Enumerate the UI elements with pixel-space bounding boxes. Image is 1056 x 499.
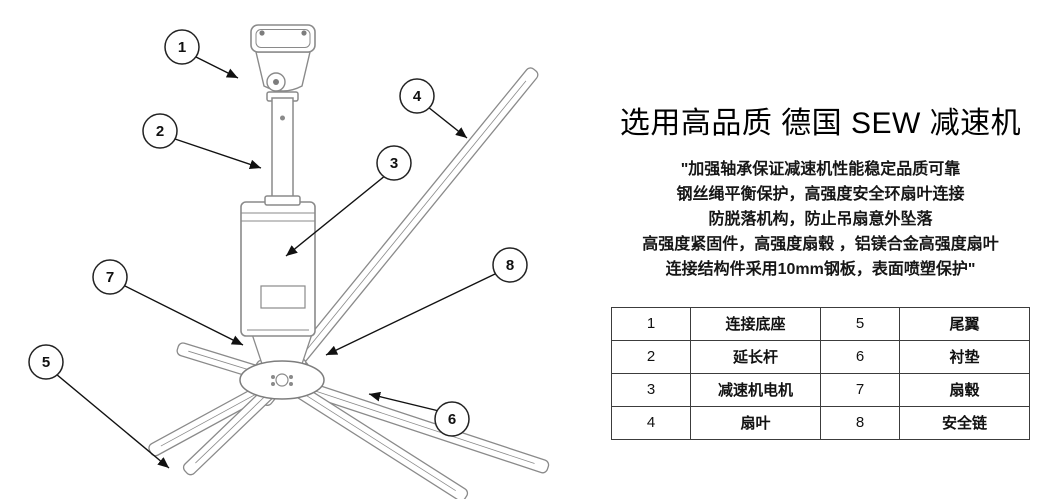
part-number: 5 [820,306,900,341]
part-label: 尾翼 [899,306,1030,341]
callout-arrow-2 [174,138,262,170]
callout-8: 8 [492,247,528,283]
part-number: 1 [611,306,691,341]
callout-arrow-7 [124,285,244,346]
fan-diagram-svg: 1 2 3 4 5 [28,24,550,499]
parts-table: 1 连接底座 5 尾翼 2 延长杆 6 衬垫 3 减速机电机 7 扇毂 [611,306,1030,440]
callout-arrow-1 [195,56,239,79]
description-line-3: 防脱落机构，防止吊扇意外坠落 [708,210,933,228]
callout-1-number: 1 [178,39,186,56]
description-line-2: 钢丝绳平衡保护，高强度安全环扇叶连接 [676,185,965,203]
callout-5: 5 [28,344,64,380]
callout-4-number: 4 [413,88,422,105]
part-label: 安全链 [899,405,1030,440]
part-number: 2 [611,339,691,374]
callout-2-number: 2 [156,123,164,140]
fan-blades [148,67,550,499]
table-row: 3 减速机电机 7 扇毂 [611,372,1030,407]
part-label: 减速机电机 [690,372,821,407]
callout-arrow-4 [427,106,468,139]
description-line-4: 高强度紧固件，高强度扇毂 ，铝镁合金高强度扇叶 [642,235,999,253]
callout-7: 7 [92,259,128,295]
description-line-5: 连接结构件采用10mm钢板，表面喷塑保护" [665,260,976,278]
description-line-1: "加强轴承保证减速机性能稳定品质可靠 [680,161,961,178]
motor-body [240,201,316,337]
fan-diagram: 1 2 3 4 5 [28,24,550,499]
callout-7-number: 7 [106,269,114,286]
part-number: 3 [611,372,691,407]
callout-1: 1 [164,29,200,65]
motor-hub-junction [251,333,313,365]
callout-arrows [55,56,496,469]
part-label: 扇叶 [690,405,821,440]
callout-arrow-5 [55,373,170,469]
mount-base [250,24,316,92]
callout-bubbles: 1 2 3 4 5 [28,29,528,437]
callout-arrow-3 [285,174,387,257]
table-row: 4 扇叶 8 安全链 [611,405,1030,440]
callout-8-number: 8 [506,257,514,274]
part-number: 8 [820,405,900,440]
part-number: 4 [611,405,691,440]
part-number: 7 [820,372,900,407]
table-row: 2 延长杆 6 衬垫 [611,339,1030,374]
callout-4: 4 [399,78,435,114]
callout-6: 6 [434,401,470,437]
part-label: 扇毂 [899,372,1030,407]
table-row: 1 连接底座 5 尾翼 [611,306,1030,341]
callout-6-number: 6 [448,411,456,428]
extension-rod [264,91,301,206]
callout-2: 2 [142,113,178,149]
callout-arrow-8 [325,273,496,356]
callout-5-number: 5 [42,354,50,371]
part-label: 衬垫 [899,339,1030,374]
callout-3-number: 3 [390,155,398,172]
part-number: 6 [820,339,900,374]
part-label: 连接底座 [690,306,821,341]
fan-hub [239,360,325,400]
page-title: 选用高品质 德国 SEW 减速机 [619,107,1022,140]
description: "加强轴承保证减速机性能稳定品质可靠 钢丝绳平衡保护，高强度安全环扇叶连接 防脱… [585,158,1056,283]
callout-arrow-6 [368,391,440,412]
part-label: 延长杆 [690,339,821,374]
info-panel: 选用高品质 德国 SEW 减速机 "加强轴承保证减速机性能稳定品质可靠 钢丝绳平… [585,0,1056,499]
callout-3: 3 [376,145,412,181]
